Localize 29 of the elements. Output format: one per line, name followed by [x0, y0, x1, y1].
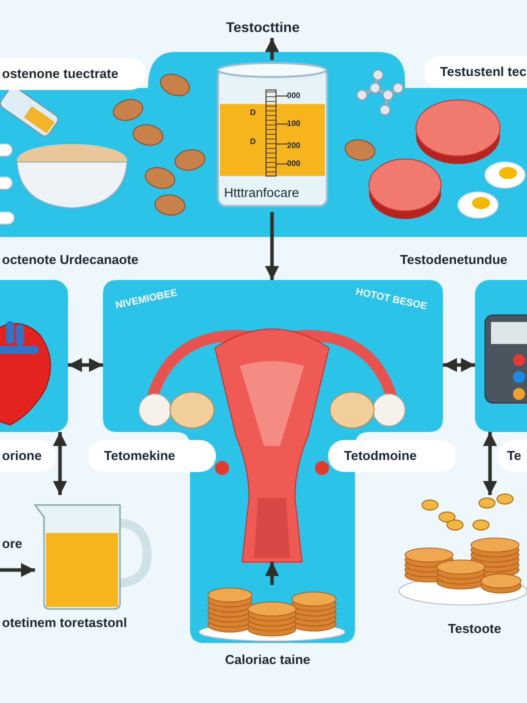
scale-label: D: [250, 138, 256, 147]
scale-label: 000: [287, 160, 300, 169]
scale-label: 000: [287, 92, 300, 101]
arrow: [483, 432, 497, 495]
caption-text: otetinem toretastonl: [2, 616, 127, 630]
caption-text: Testoote: [448, 622, 502, 636]
node-text: Htttranfocare: [224, 186, 300, 200]
arrow: [265, 562, 279, 585]
scale-label: 200: [287, 142, 300, 151]
caption-text: octenote Urdecanaote: [2, 253, 139, 268]
node-text: Testocttine: [226, 20, 300, 36]
step-label: orione: [0, 440, 56, 472]
arrow: [68, 358, 103, 372]
arrow: [265, 212, 279, 280]
caption-text: Caloriac taine: [225, 653, 310, 668]
step-label: Te: [497, 440, 527, 472]
caption-text: Testodenetundue: [400, 253, 508, 268]
step-label: Tetodmoine: [328, 440, 456, 472]
step-label: Testustenl tec: [424, 56, 527, 88]
scale-label: 100: [287, 120, 300, 129]
arrow: [265, 38, 279, 60]
arrow: [53, 432, 67, 495]
heading-text: ore: [2, 537, 22, 552]
node-text: HOTOT BESOE: [354, 286, 428, 312]
step-label: Tetomekine: [88, 440, 216, 472]
arrow: [0, 563, 35, 577]
scale-label: D: [250, 109, 256, 118]
arrow: [443, 358, 475, 372]
step-label: ostenone tuectrate: [0, 58, 146, 90]
